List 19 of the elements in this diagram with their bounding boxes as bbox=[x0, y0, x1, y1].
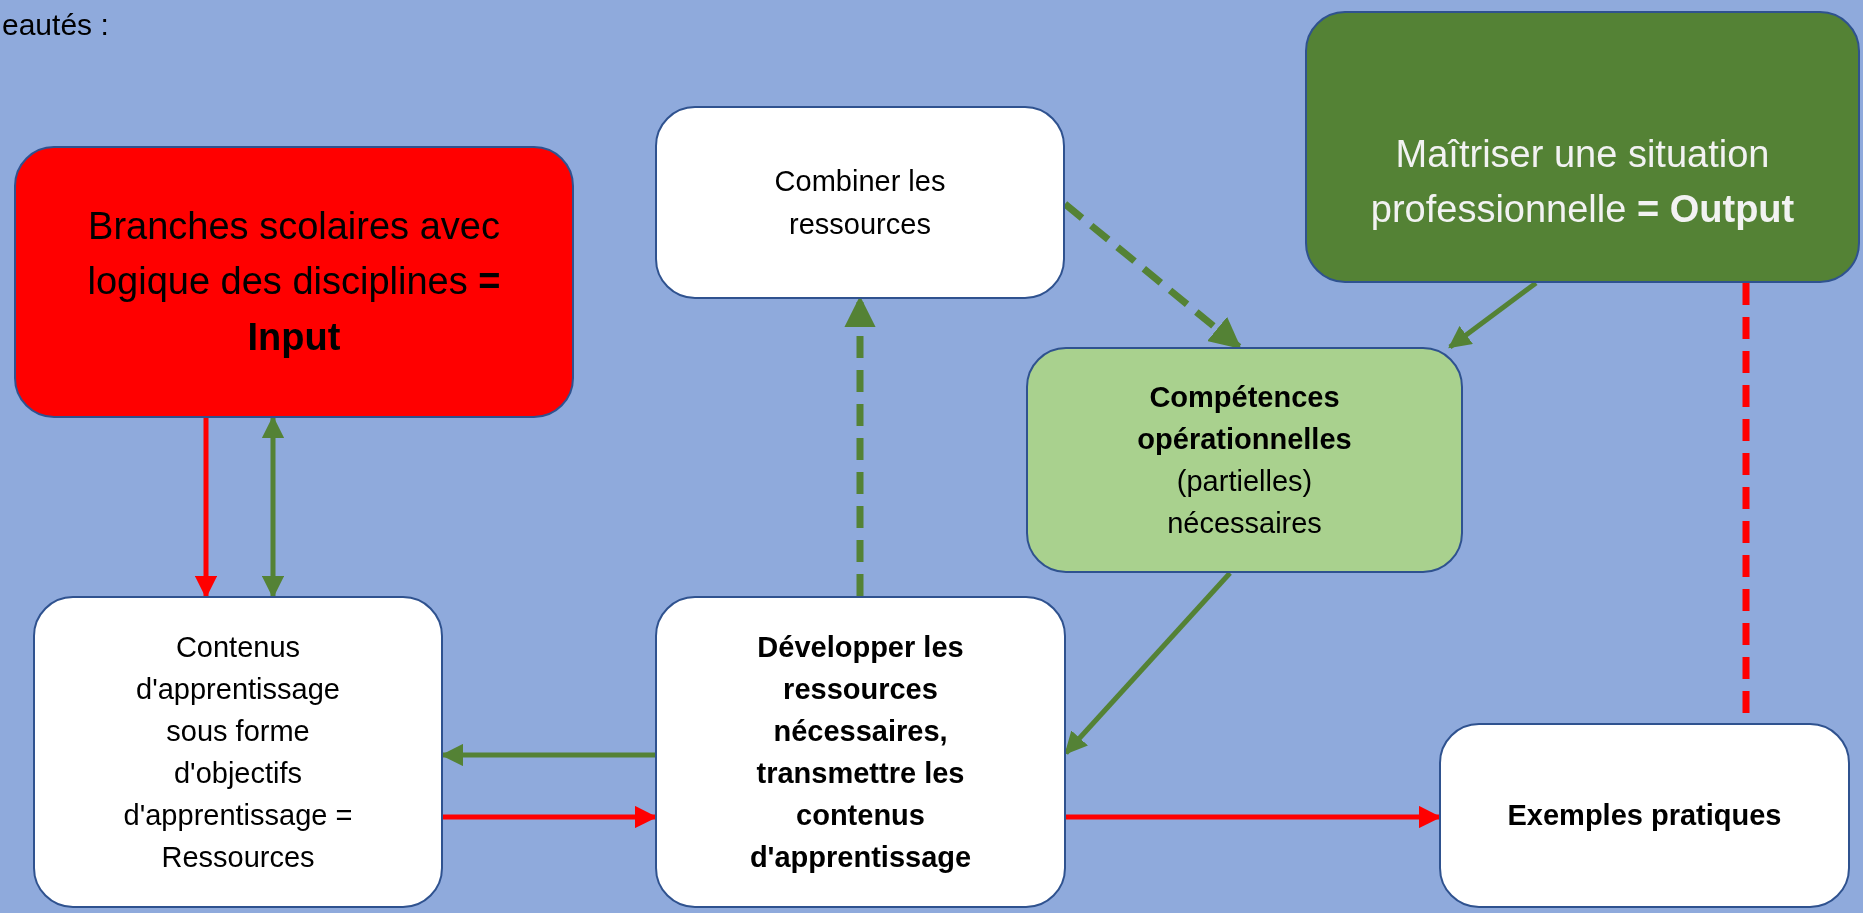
node-text: Combiner les ressources bbox=[773, 164, 947, 242]
node-text: Compétences opérationnelles (partielles) nécessaires bbox=[1136, 379, 1353, 542]
node-text: Développer les ressources nécessaires, transmettre les contenus d'apprentissage bbox=[748, 629, 973, 876]
node-text: Branches scolaires avec logique des disciplines = Input bbox=[86, 204, 502, 360]
heading-text: eautés : bbox=[2, 8, 109, 42]
process-box bbox=[655, 106, 1065, 299]
double-arrow bbox=[261, 415, 285, 599]
node-text: Maîtriser une situation professionnelle = Output bbox=[1369, 131, 1796, 232]
node-text: Exemples pratiques bbox=[1507, 798, 1782, 834]
process-box bbox=[655, 596, 1066, 908]
arrow bbox=[1064, 571, 1232, 755]
input-box bbox=[14, 146, 574, 418]
node-text: Contenus d'apprentissage sous forme d'objectifs d'apprentissage = Ressources bbox=[122, 629, 354, 876]
arrow bbox=[1448, 281, 1538, 349]
content-box bbox=[33, 596, 443, 908]
arrow bbox=[194, 418, 218, 599]
competence-box bbox=[1026, 347, 1463, 573]
output-box bbox=[1305, 11, 1860, 283]
example-box bbox=[1439, 723, 1850, 908]
